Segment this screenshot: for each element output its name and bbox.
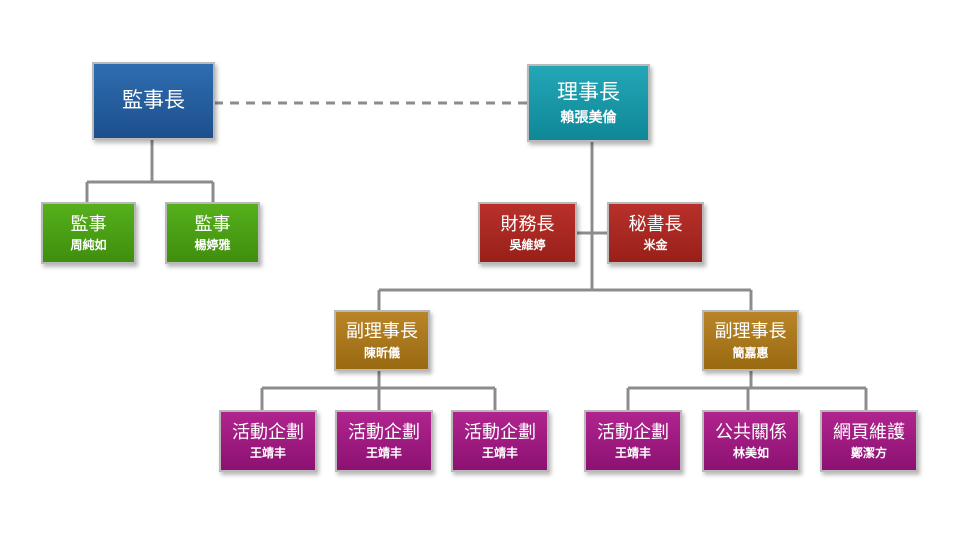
treasurer-name: 吳維婷 [509,238,546,253]
staff-name: 王靖丰 [481,446,518,461]
supervisor-head-role: 監事長 [122,88,185,113]
supervisor-name: 周純如 [70,238,107,253]
secretary-name: 米金 [643,238,668,253]
vice-chair-name: 陳昕儀 [363,345,400,360]
secretary-role: 秘書長 [628,213,683,235]
vice-chair-role: 副理事長 [346,321,418,342]
staff-box-left-1: 活動企劃 王靖丰 [219,410,317,472]
chairman-role: 理事長 [557,79,620,104]
supervisor-name: 楊婷雅 [194,238,231,253]
supervisor-head-box: 監事長 [92,62,215,140]
supervisor-box-1: 監事 周純如 [41,202,136,264]
supervisor-role: 監事 [194,213,231,235]
staff-box-left-2: 活動企劃 王靖丰 [335,410,433,472]
staff-role: 公共關係 [715,421,787,443]
staff-name: 王靖丰 [614,446,651,461]
treasurer-box: 財務長 吳維婷 [478,202,577,264]
secretary-box: 秘書長 米金 [607,202,704,264]
staff-box-right-2: 公共關係 林美如 [702,410,800,472]
staff-box-right-3: 網頁維護 鄭潔方 [820,410,918,472]
staff-role: 活動企劃 [232,421,304,443]
staff-role: 網頁維護 [833,421,905,443]
staff-role: 活動企劃 [464,421,536,443]
chairman-box: 理事長 賴張美倫 [527,64,650,142]
supervisor-role: 監事 [70,213,107,235]
treasurer-role: 財務長 [500,213,555,235]
staff-box-right-1: 活動企劃 王靖丰 [584,410,682,472]
staff-name: 王靖丰 [365,446,402,461]
vice-chair-role: 副理事長 [714,321,787,342]
staff-name: 鄭潔方 [850,446,887,461]
vice-chair-box-1: 副理事長 陳昕儀 [334,310,430,371]
staff-role: 活動企劃 [597,421,669,443]
staff-name: 王靖丰 [249,446,286,461]
staff-name: 林美如 [732,446,769,461]
staff-role: 活動企劃 [348,421,420,443]
staff-box-left-3: 活動企劃 王靖丰 [451,410,549,472]
vice-chair-box-2: 副理事長 簡嘉惠 [702,310,799,371]
vice-chair-name: 簡嘉惠 [732,345,769,360]
chairman-name: 賴張美倫 [560,109,617,126]
supervisor-box-2: 監事 楊婷雅 [165,202,260,264]
